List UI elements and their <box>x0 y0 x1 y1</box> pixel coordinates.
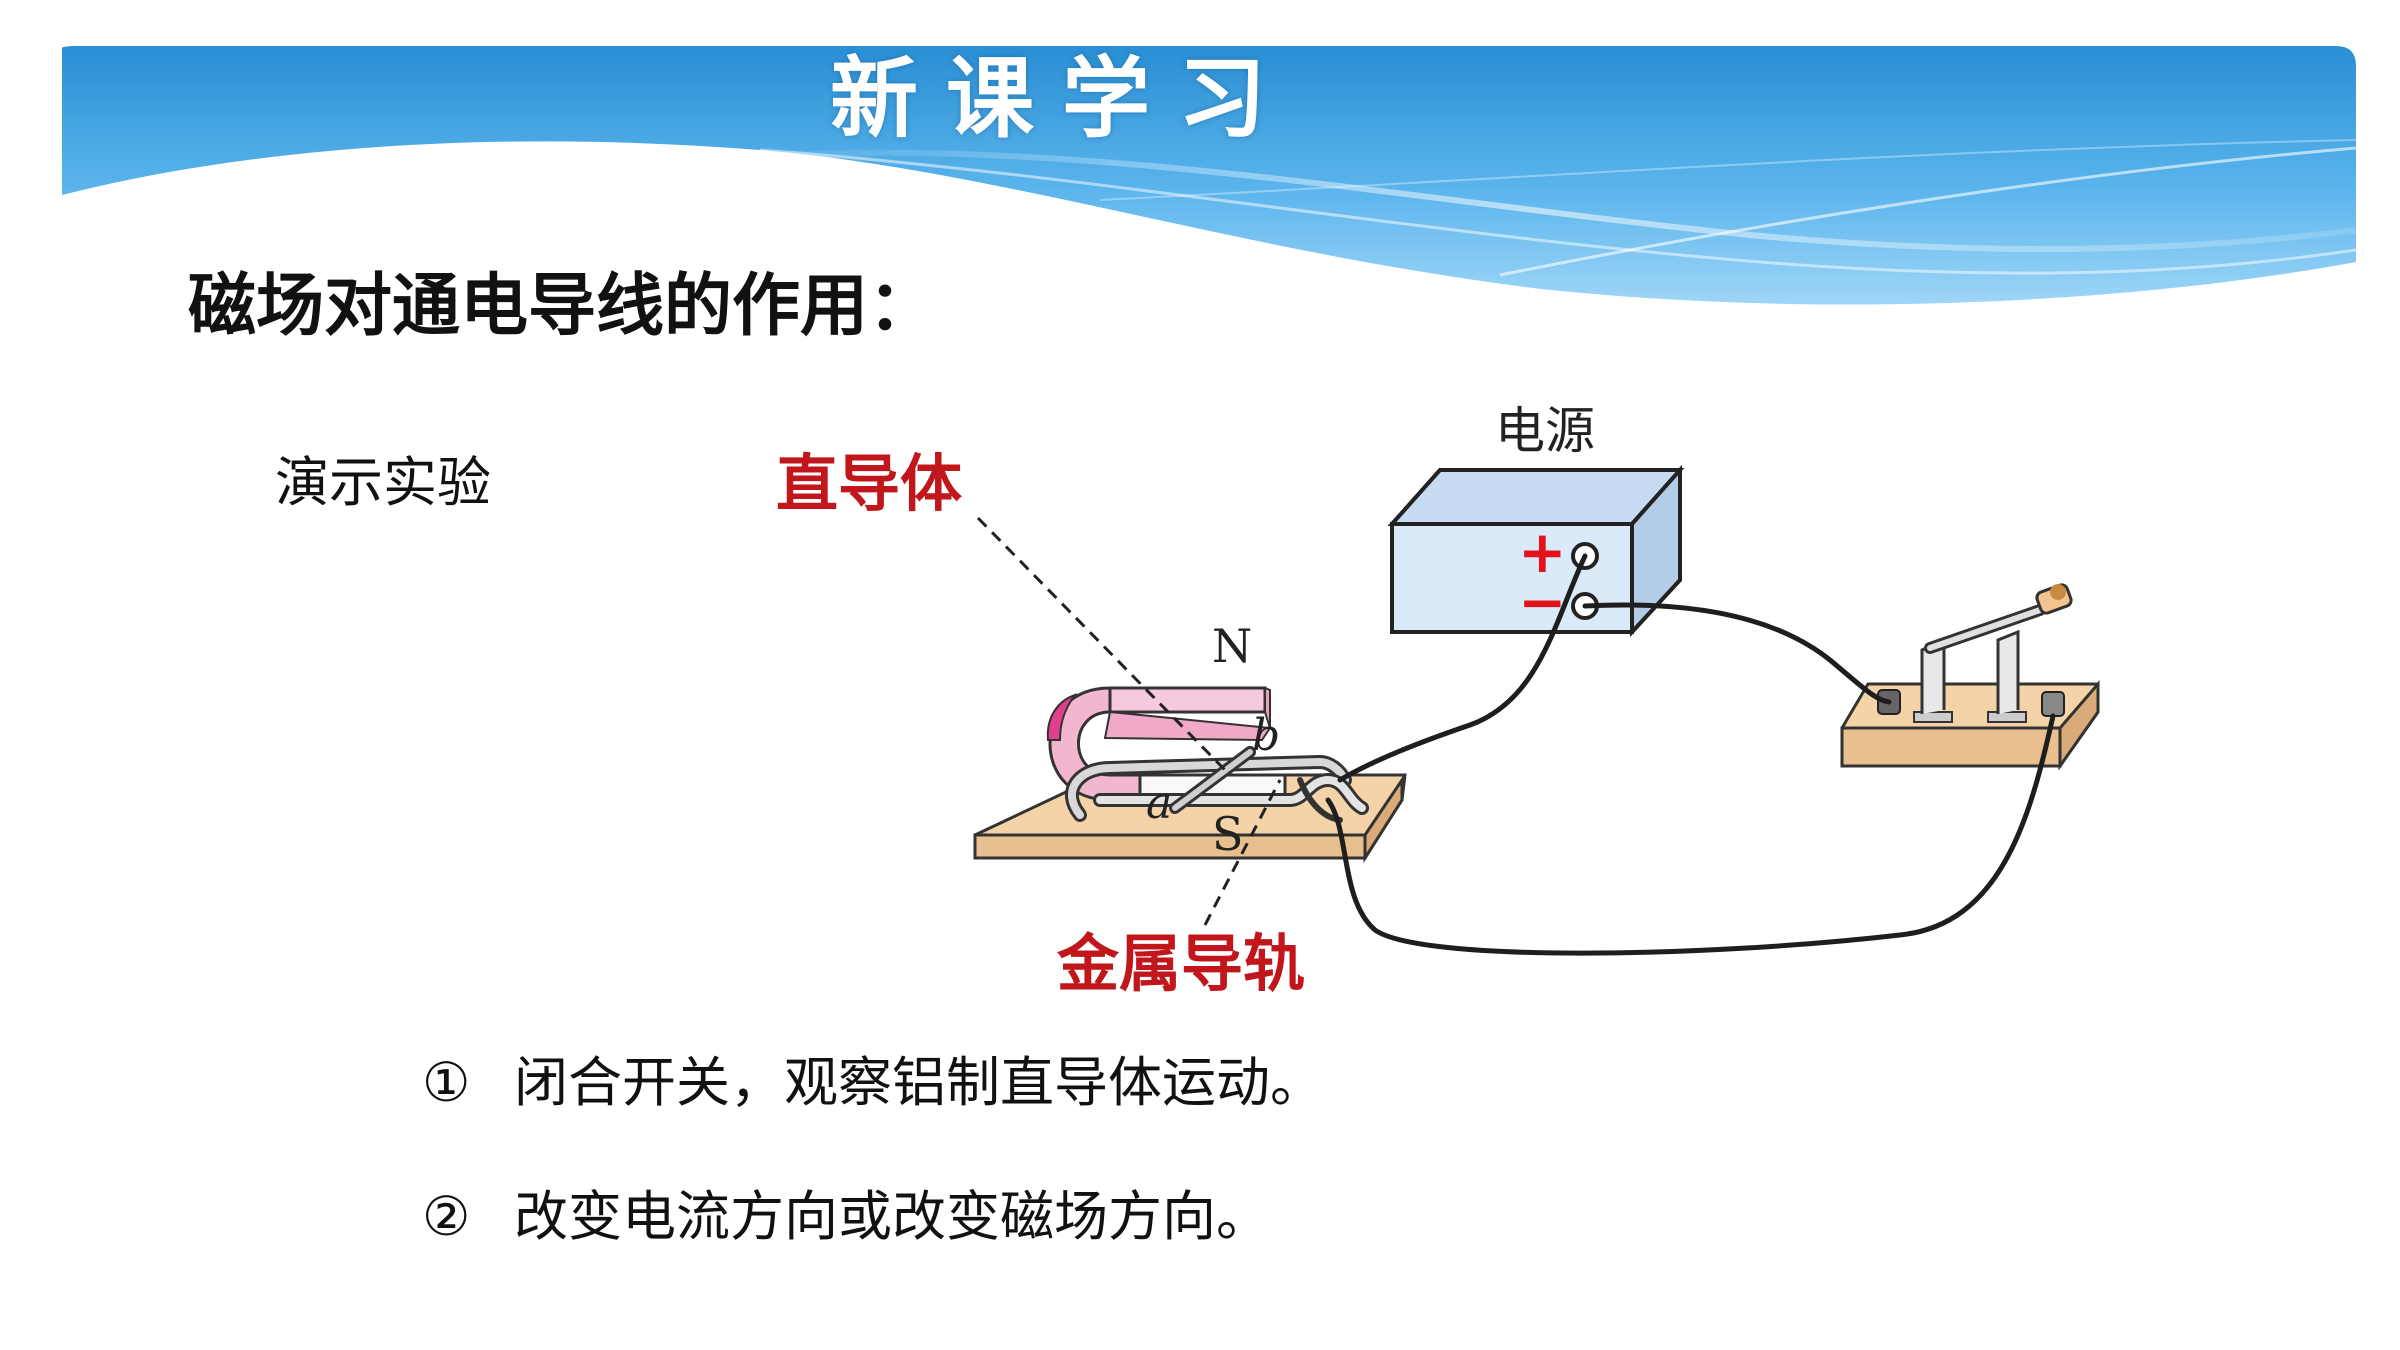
minus-label: − <box>1518 568 1567 636</box>
step-number: ② <box>422 1185 471 1248</box>
metal-rails <box>1065 755 1369 823</box>
step-item: ① 闭合开关，观察铝制直导体运动。 <box>422 1038 1324 1117</box>
page-title: 磁场对通电导线的作用： <box>188 267 937 346</box>
knife-switch <box>1840 583 2100 771</box>
step-item: ② 改变电流方向或改变磁场方向。 <box>422 1172 1270 1251</box>
step-text: 闭合开关，观察铝制直导体运动。 <box>514 1051 1324 1114</box>
header-banner <box>62 46 2357 305</box>
metal-rails-label: 金属导轨 <box>1056 927 1305 1000</box>
straight-conductor-label: 直导体 <box>776 447 962 520</box>
demo-label: 演示实验 <box>275 451 491 514</box>
step-number: ① <box>422 1051 471 1114</box>
power-supply-label: 电源 <box>1495 402 1595 460</box>
connecting-wires <box>1325 553 2056 956</box>
header-title: 新课学习 <box>830 46 1295 150</box>
plus-label: + <box>1518 518 1567 586</box>
rails-pointer <box>1203 779 1282 926</box>
point-b-label: b <box>1252 710 1280 761</box>
power-supply <box>1387 464 1685 638</box>
point-a-label: a <box>1146 778 1172 829</box>
step-text: 改变电流方向或改变磁场方向。 <box>514 1185 1270 1248</box>
north-pole-label: N <box>1212 619 1252 673</box>
south-pole-label: S <box>1212 807 1244 861</box>
